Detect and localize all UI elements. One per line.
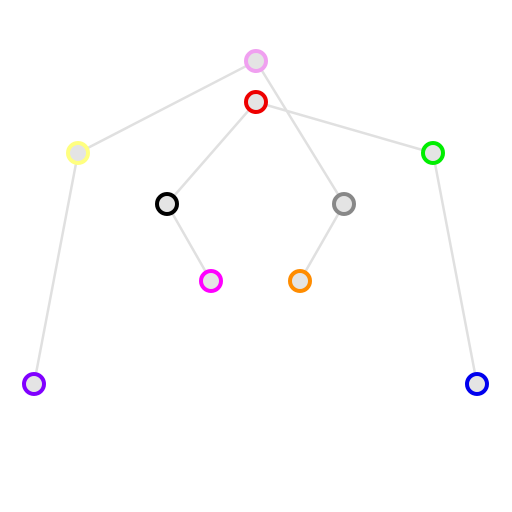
edge-black-magenta: [165, 202, 213, 283]
node-blue: [465, 372, 489, 396]
edge-layer: [32, 59, 479, 386]
node-pink: [244, 49, 268, 73]
edge-yellow-purple: [32, 151, 80, 386]
node-gray: [332, 192, 356, 216]
edge-pink-yellow: [76, 59, 258, 155]
edge-red-green: [254, 100, 435, 155]
node-orange: [288, 269, 312, 293]
edge-green-blue: [431, 151, 479, 386]
node-yellow: [66, 141, 90, 165]
edge-gray-orange: [298, 202, 346, 283]
node-purple: [22, 372, 46, 396]
node-red: [244, 90, 268, 114]
node-layer: [22, 49, 489, 396]
node-magenta: [199, 269, 223, 293]
edge-red-black: [165, 100, 258, 206]
edge-pink-gray: [254, 59, 346, 206]
node-green: [421, 141, 445, 165]
node-black: [155, 192, 179, 216]
